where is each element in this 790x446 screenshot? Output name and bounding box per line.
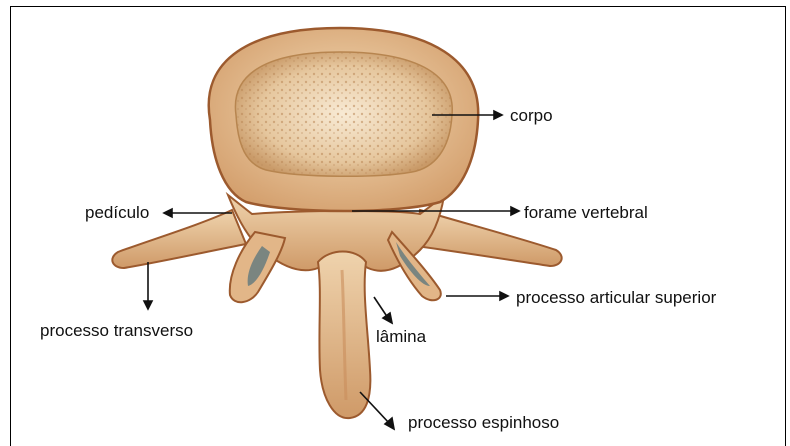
label-forame-vertebral: forame vertebral [524,203,648,223]
label-processo-espinhoso: processo espinhoso [408,413,559,433]
vertebra-diagram: corpo forame vertebral pedículo processo… [0,0,790,437]
label-corpo: corpo [510,106,553,126]
label-lamina: lâmina [376,327,426,347]
label-processo-transverso: processo transverso [40,321,193,341]
arrow-lamina [374,297,388,318]
label-processo-articular-superior: processo articular superior [516,288,716,308]
label-pediculo: pedículo [85,203,149,223]
